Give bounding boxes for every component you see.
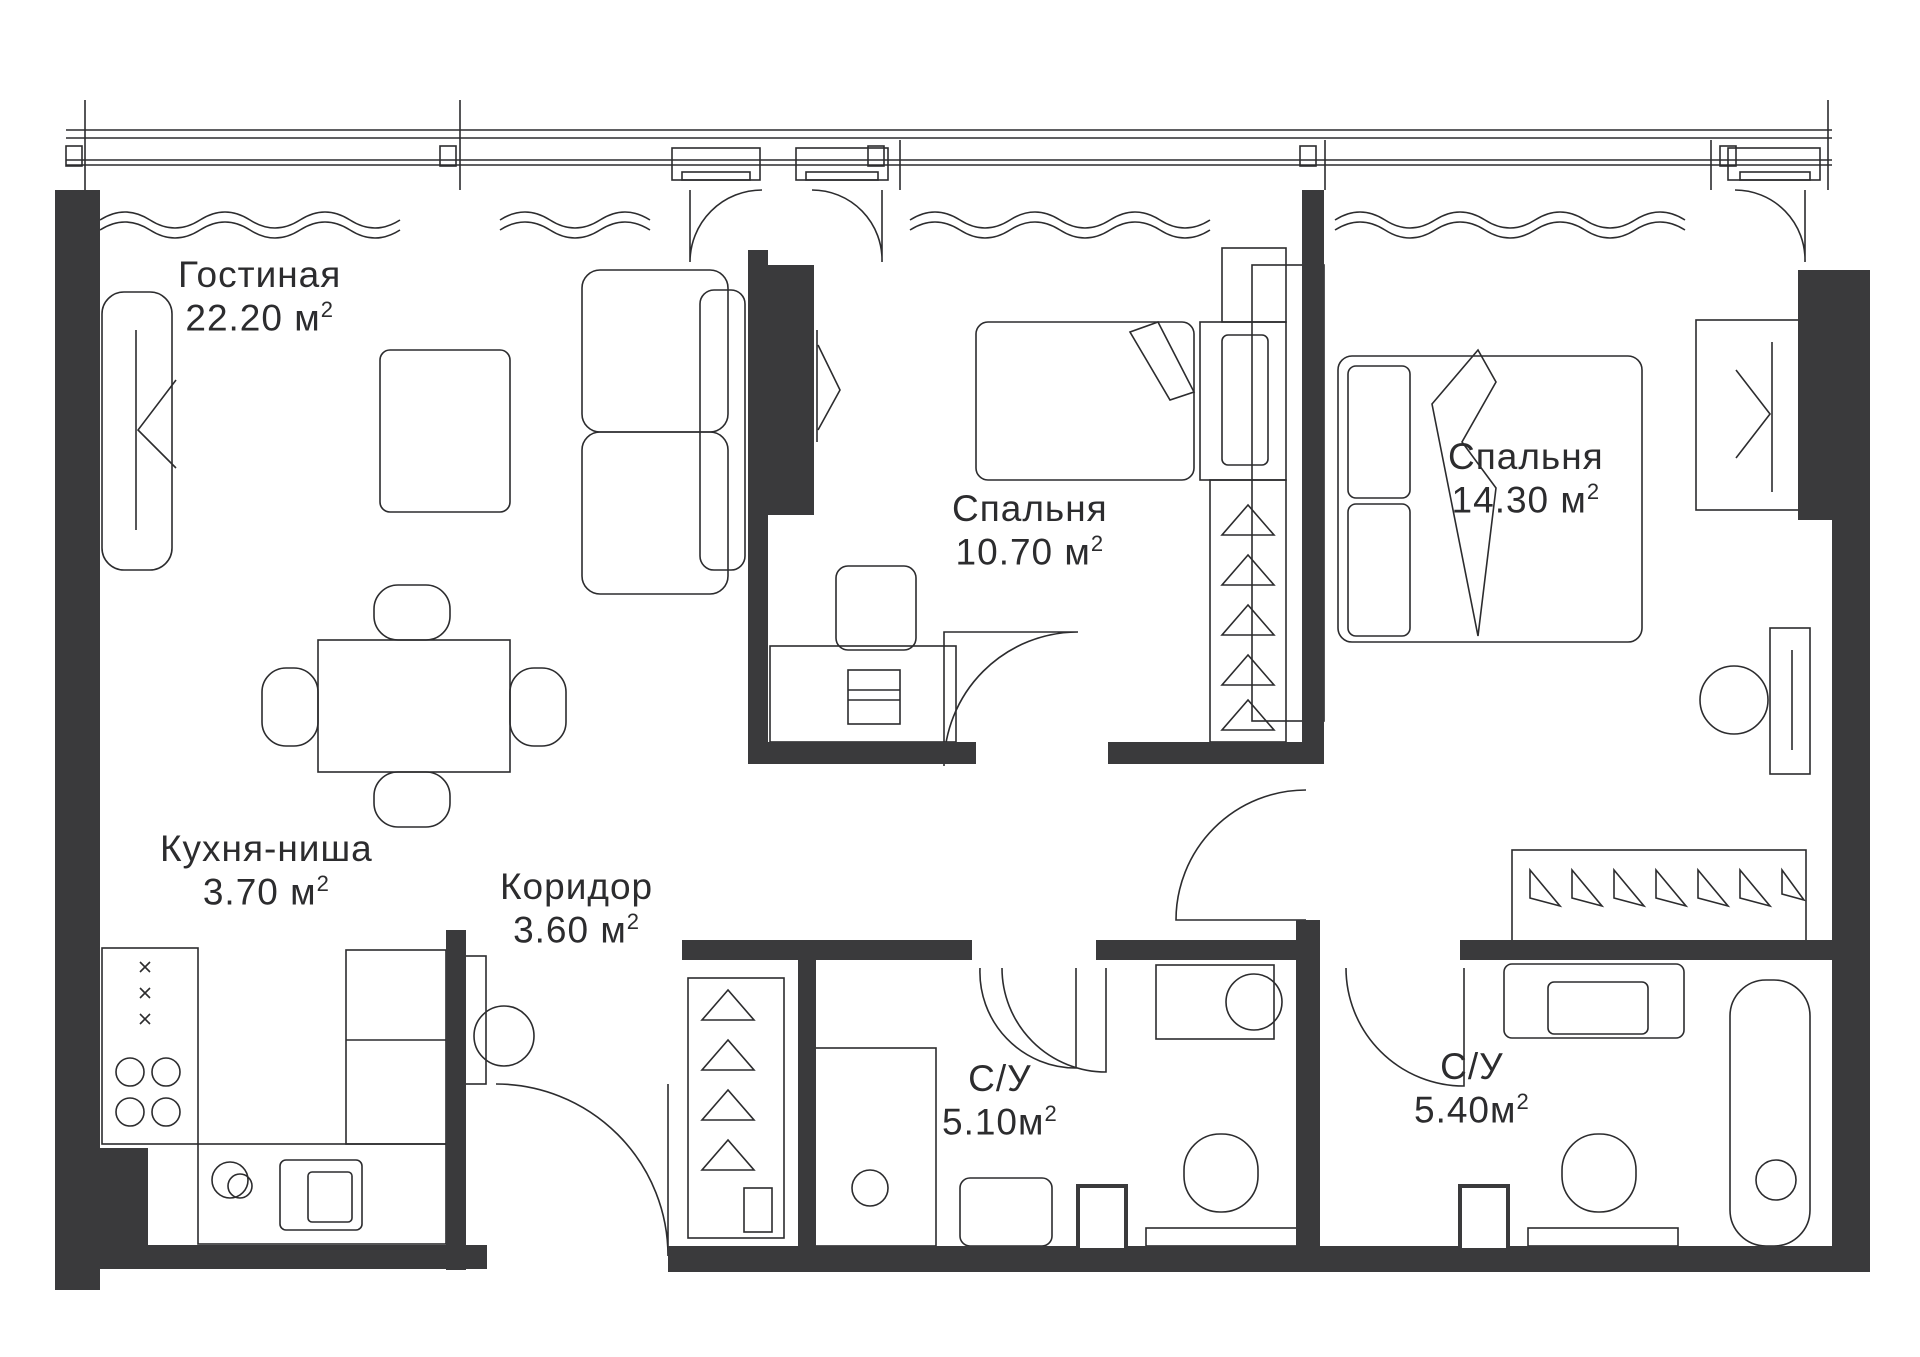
living-room-furniture [101, 269, 746, 828]
walls [55, 190, 1870, 1290]
room-label-kitchen: Кухня-ниша 3.70 м2 [160, 828, 373, 913]
curtains [99, 211, 1686, 239]
room-name: С/У [1440, 1046, 1504, 1087]
room-area: 5.10м2 [942, 1100, 1058, 1142]
bathroom-2-fixtures [1345, 963, 1811, 1247]
corridor-furniture [495, 977, 785, 1257]
room-label-corridor: Коридор 3.60 м2 [500, 866, 653, 951]
room-area: 10.70 м2 [955, 530, 1105, 572]
room-label-bathroom-2: С/У 5.40м2 [1414, 1046, 1530, 1131]
room-area: 3.60 м2 [513, 908, 641, 950]
bedroom-small-furniture [769, 247, 1287, 743]
room-name: С/У [968, 1058, 1032, 1099]
bedroom-large-furniture [1251, 264, 1811, 943]
room-label-living: Гостиная 22.20 м2 [178, 254, 341, 339]
room-name: Гостиная [178, 254, 342, 295]
room-name: Кухня-ниша [160, 828, 373, 869]
balcony-rail [65, 100, 1832, 190]
room-label-bathroom-1: С/У 5.10м2 [942, 1058, 1058, 1143]
room-area: 3.70 м2 [202, 870, 330, 912]
kitchen-furniture [101, 947, 535, 1245]
bathroom-1-fixtures [807, 964, 1319, 1247]
room-name: Спальня [1448, 436, 1604, 477]
room-area: 22.20 м2 [185, 296, 334, 338]
room-area: 5.40м2 [1414, 1088, 1530, 1130]
room-label-bedroom-small: Спальня 10.70 м2 [952, 488, 1108, 573]
balcony-doors [671, 147, 1821, 263]
room-name: Коридор [500, 866, 654, 907]
room-area: 14.30 м2 [1451, 478, 1601, 520]
room-label-bedroom-large: Спальня 14.30 м2 [1448, 436, 1604, 521]
room-name: Спальня [952, 488, 1108, 529]
